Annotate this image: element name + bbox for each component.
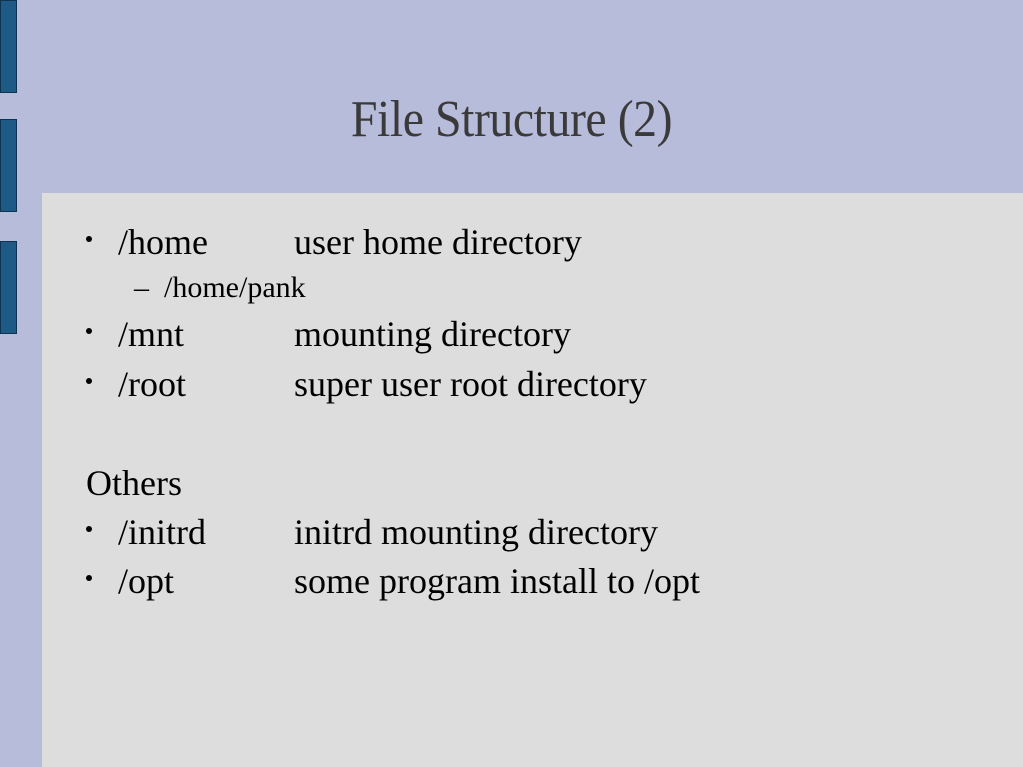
- item-description: initrd mounting directory: [294, 512, 658, 552]
- sub-item-text: /home/pank: [164, 271, 306, 304]
- left-accent-bar: [0, 0, 17, 93]
- bullet-icon: [86, 575, 92, 581]
- item-path: /opt: [118, 561, 175, 601]
- bullet-icon: [86, 236, 92, 242]
- left-accent-bar: [0, 241, 17, 334]
- item-description: mounting directory: [294, 314, 571, 354]
- item-description: user home directory: [294, 222, 582, 262]
- bullet-icon: [86, 328, 92, 334]
- item-path: /initrd: [118, 512, 206, 552]
- item-description: some program install to /opt: [294, 561, 700, 601]
- item-description: super user root directory: [294, 364, 647, 404]
- item-path: /home: [118, 222, 208, 262]
- bullet-icon: [86, 378, 92, 384]
- others-heading: Others: [86, 463, 182, 503]
- item-path: /root: [118, 364, 186, 404]
- bullet-icon: [86, 526, 92, 532]
- slide-title: File Structure (2): [350, 91, 673, 148]
- left-accent-bar: [0, 119, 17, 212]
- dash-icon: –: [134, 271, 149, 304]
- content-panel: /home user home directory – /home/pank /…: [42, 193, 1023, 767]
- item-path: /mnt: [118, 314, 185, 354]
